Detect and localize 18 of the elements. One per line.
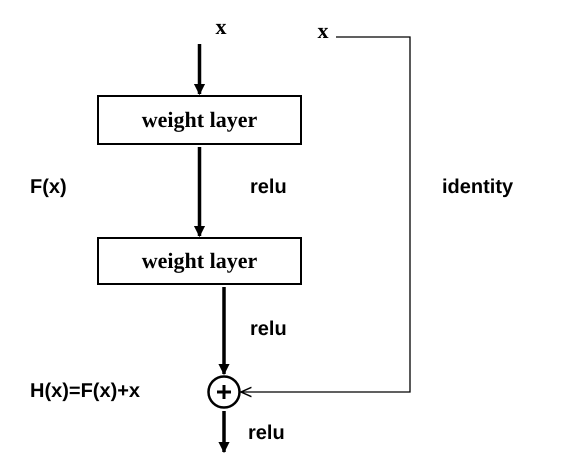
edge-label: relu <box>250 318 287 341</box>
arrow <box>218 287 230 376</box>
arrow <box>240 36 411 398</box>
function-label: F(x) <box>30 176 67 199</box>
layer-label: weight layer <box>142 248 258 274</box>
input-label: x <box>208 12 234 42</box>
arrow <box>194 44 206 96</box>
layer-label: weight layer <box>142 107 258 133</box>
edge-label: identity <box>442 176 514 199</box>
arrow <box>194 147 206 238</box>
sum-circle <box>207 375 241 409</box>
layer-box <box>97 95 302 145</box>
edge-label: relu <box>248 422 285 445</box>
input-label: x <box>310 16 336 46</box>
layer-box <box>97 237 302 285</box>
formula-label: H(x)=F(x)+x <box>30 380 140 403</box>
arrow <box>218 411 230 454</box>
edge-label: relu <box>250 176 287 199</box>
